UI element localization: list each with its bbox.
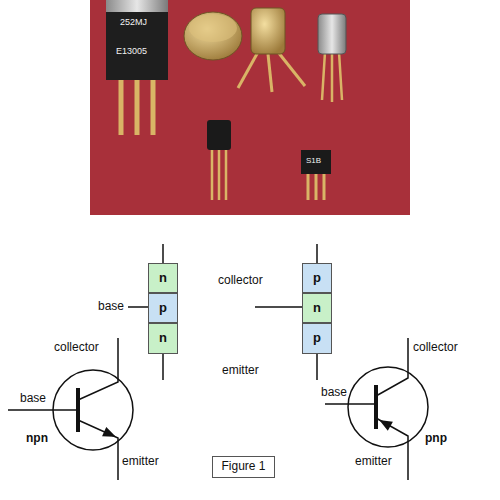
layer-letter: p	[313, 271, 321, 285]
npn-symbol	[8, 338, 133, 480]
n-layer: n	[148, 323, 178, 354]
transistor-photo	[90, 0, 410, 215]
part-marking: S1B	[306, 156, 321, 165]
p-layer: p	[148, 293, 178, 323]
terminal-name: collector	[218, 274, 263, 288]
terminal-name: collector	[54, 341, 99, 355]
terminal-name: base	[321, 386, 347, 400]
layer-letter: p	[313, 331, 321, 345]
n-layer: n	[148, 263, 178, 293]
layer-letter: n	[159, 331, 167, 345]
terminal-name: base	[98, 300, 124, 314]
stack-wires	[128, 244, 317, 380]
terminal-name: emitter	[355, 455, 392, 469]
terminal-name: emitter	[122, 455, 159, 469]
type-name: npn	[26, 432, 48, 446]
p-layer: p	[302, 323, 332, 354]
terminal-name: base	[20, 392, 46, 406]
figure-box: Figure 1	[212, 456, 275, 478]
p-layer: p	[302, 263, 332, 293]
layer-letter: n	[159, 271, 167, 285]
n-layer: n	[302, 293, 332, 323]
part-marking: 252MJ	[120, 17, 147, 27]
part-marking: E13005	[116, 46, 147, 56]
pnp-symbol	[325, 338, 428, 480]
layer-letter: p	[159, 301, 167, 315]
caption-text: Figure 1	[221, 460, 265, 473]
type-name: pnp	[425, 432, 447, 446]
terminal-name: collector	[413, 341, 458, 355]
layer-letter: n	[313, 301, 321, 315]
terminal-name: emitter	[222, 364, 259, 378]
